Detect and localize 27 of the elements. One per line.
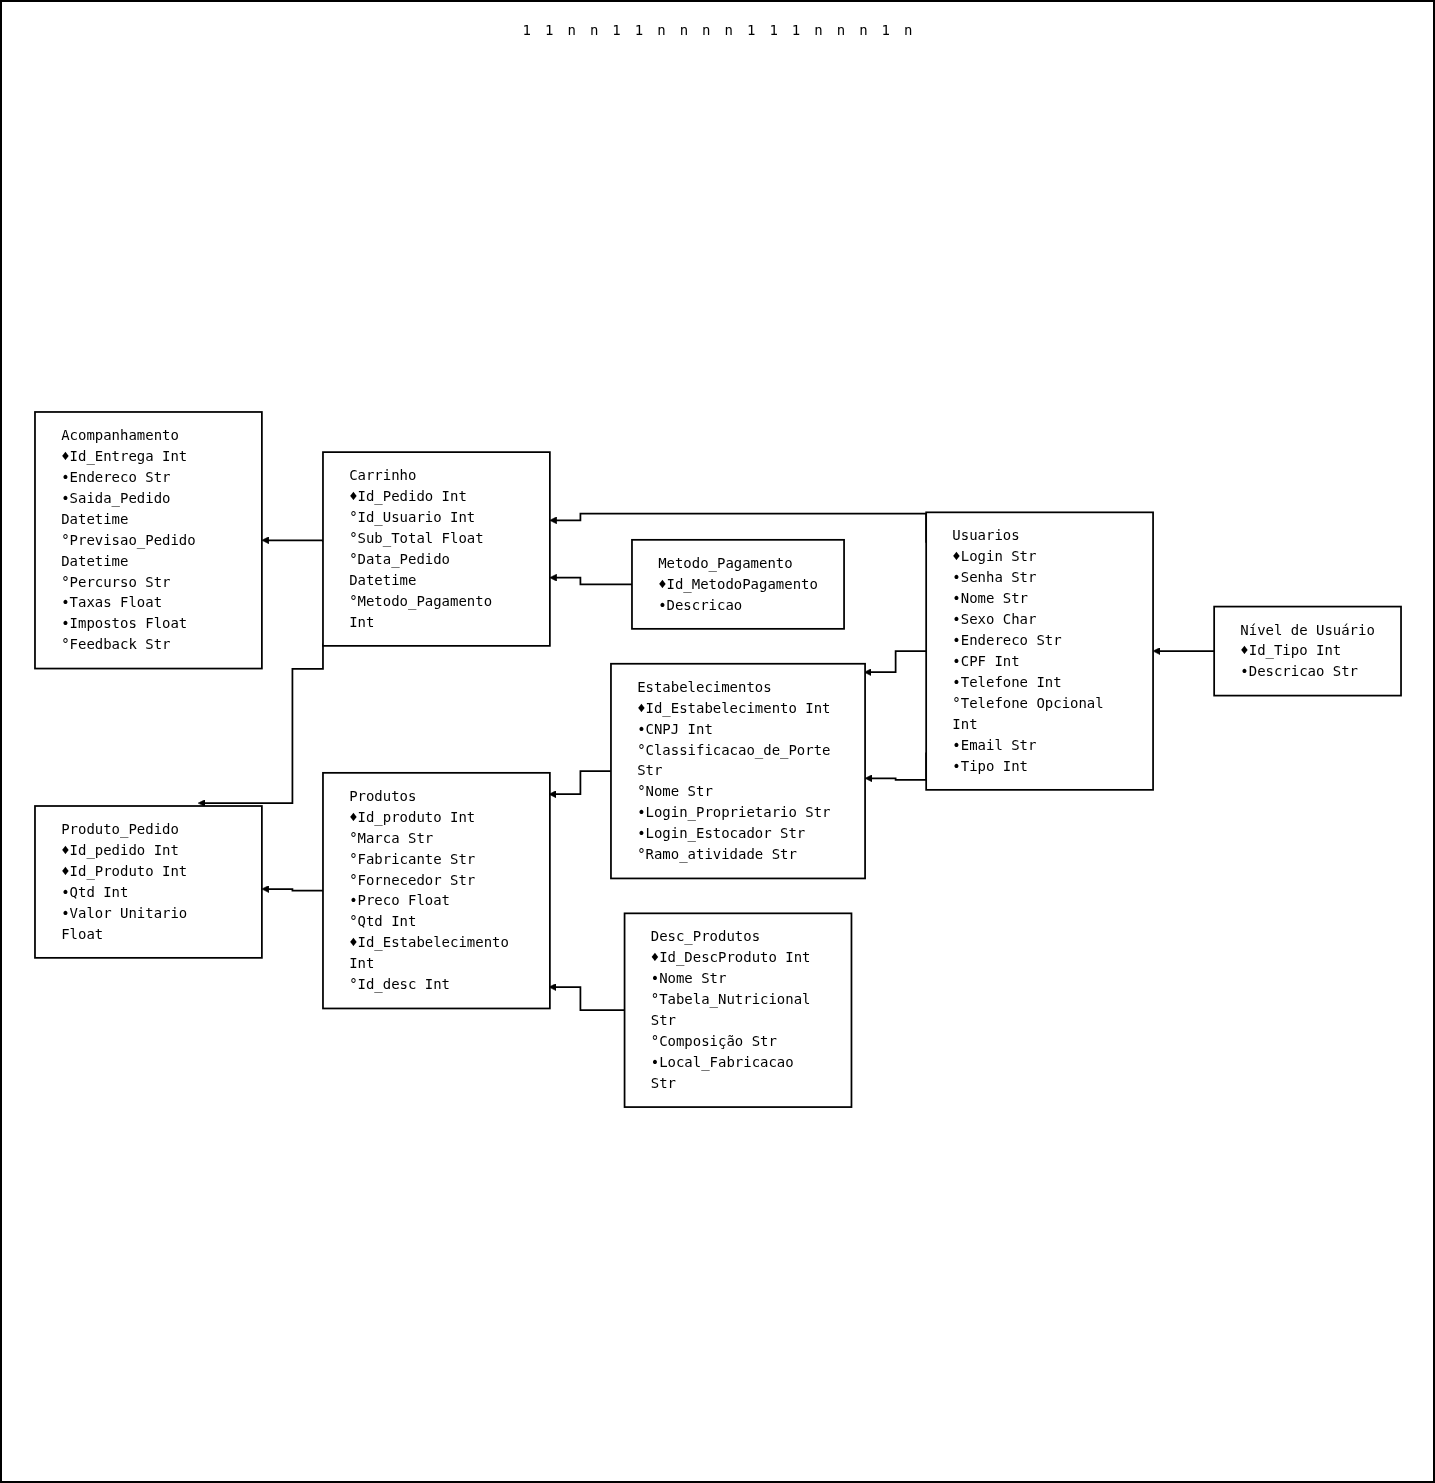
cardinality-label: n: [859, 22, 868, 38]
node-box: Metodo_Pagamento ♦Id_MetodoPagamento •Descricao: [630, 538, 845, 630]
node-box: Acompanhamento ♦Id_Entrega Int •Endereco Str •Saida_Pedido Datetime °Previsao_Pedido Datetime °Percurso Str •Taxas Float •Impostos Float °Feedback Str: [33, 411, 263, 670]
cardinality-label: n: [589, 22, 599, 38]
cardinality-label: n: [836, 22, 846, 38]
node-box: Usuarios ♦Login Str •Senha Str •Nome Str •Sexo Char •Endereco Str •CPF Int •Telefone Int °Telefone Opcional Int •Email Str •Tipo Int: [924, 511, 1154, 791]
cardinality-label: 1: [545, 22, 554, 38]
cardinality-label: 1: [522, 22, 531, 38]
node-box: Carrinho ♦Id_Pedido Int °Id_Usuario Int °Sub_Total Float °Data_Pedido Datetime °Metodo_Pagamento Int: [321, 451, 551, 647]
cardinality-label: n: [724, 22, 733, 38]
node-box: Desc_Produtos ♦Id_DescProduto Int •Nome Str °Tabela_Nutricional Str °Composição Str •Local_Fabricacao Str: [623, 912, 852, 1108]
cardinality-label: 1: [634, 22, 644, 38]
node-box: Produto_Pedido ♦Id_pedido Int ♦Id_Produto Int •Qtd Int •Valor Unitario Float: [33, 805, 263, 959]
cardinality-label: 1: [612, 22, 621, 38]
cardinality-label: n: [814, 22, 823, 38]
node-box: Estabelecimentos ♦Id_Estabelecimento Int •CNPJ Int °Classificacao_de_Porte Str °Nome Str •Login_Proprietario Str •Login_Estocador Str °Ramo_atividade Str: [609, 662, 866, 880]
cardinality-label: 1: [746, 22, 756, 38]
cardinality-label: 1: [881, 22, 890, 38]
cardinality-label: n: [904, 22, 913, 38]
cardinality-label: n: [679, 22, 689, 38]
cardinality-label: 1: [791, 22, 801, 38]
cardinality-label: n: [657, 22, 666, 38]
node-box: Produtos ♦Id_produto Int °Marca Str °Fabricante Str °Fornecedor Str •Preco Float °Qtd Int ♦Id_Estabelecimento Int °Id_desc Int: [321, 771, 551, 1010]
node-box: Nível de Usuário ♦Id_Tipo Int •Descricao Str: [1212, 605, 1402, 697]
cardinality-label: n: [702, 22, 711, 38]
cardinality-label: 1: [769, 22, 778, 38]
cardinality-label: n: [567, 22, 576, 38]
